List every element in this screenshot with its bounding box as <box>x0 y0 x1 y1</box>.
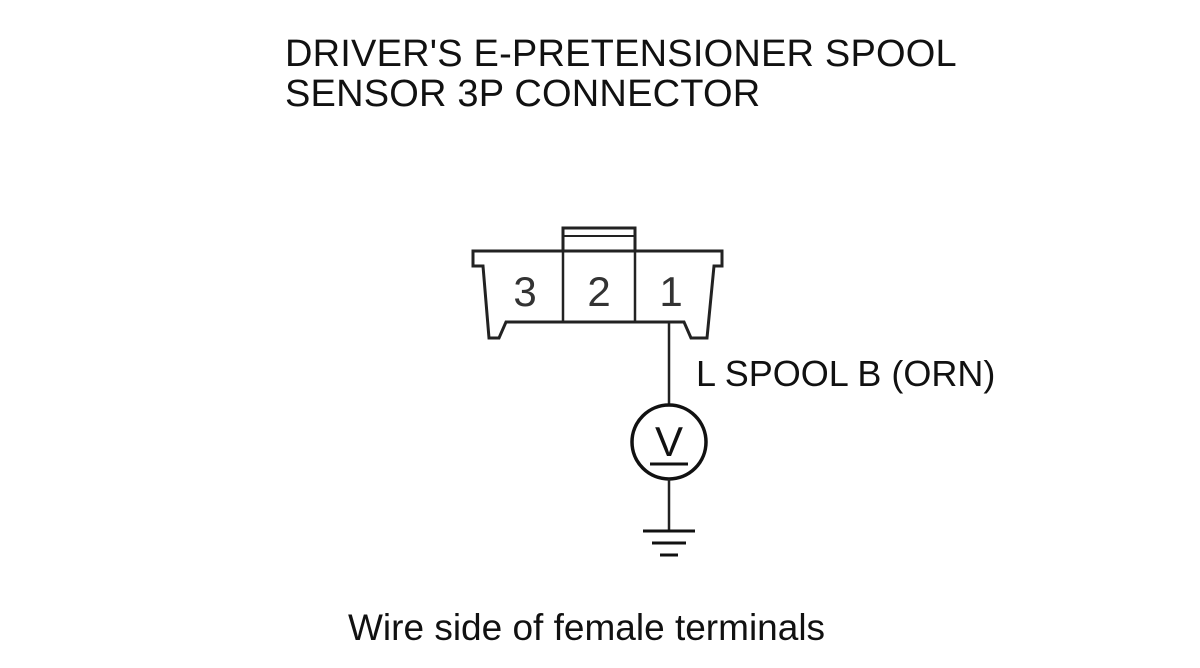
connector-housing <box>471 249 724 340</box>
terminal-number-1: 1 <box>659 268 682 315</box>
diagram-title: DRIVER'S E-PRETENSIONER SPOOL SENSOR 3P … <box>285 34 957 114</box>
terminal-number-2: 2 <box>587 268 610 315</box>
diagram-caption: Wire side of female terminals <box>348 607 826 648</box>
terminal-number-3: 3 <box>513 268 536 315</box>
title-line-1: DRIVER'S E-PRETENSIONER SPOOL <box>285 33 957 75</box>
voltmeter-icon: V <box>630 403 708 481</box>
title-line-2: SENSOR 3P CONNECTOR <box>285 73 761 115</box>
connector-lock-tab <box>561 226 637 253</box>
ground-icon <box>643 529 695 557</box>
voltmeter-symbol: V <box>655 418 683 465</box>
wire-label: L SPOOL B (ORN) <box>696 353 996 394</box>
